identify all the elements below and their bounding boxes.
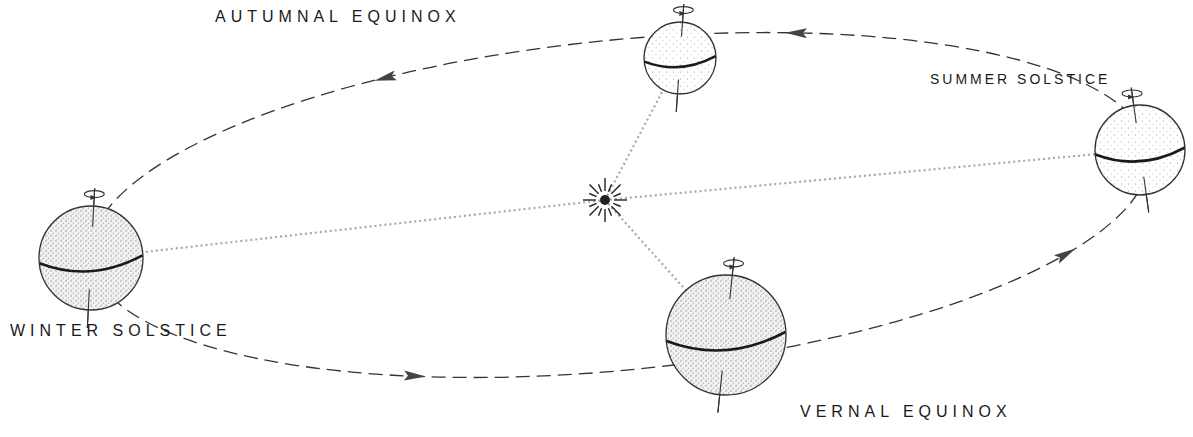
season-label: AUTUMNAL EQUINOX [215,8,461,26]
rotation-arrowhead [679,11,685,16]
rotation-arrowhead [730,264,736,269]
rotation-marker [84,191,104,198]
orbit-arrowhead [785,28,807,38]
season-label: WINTER SOLSTICE [10,322,232,340]
sun-ray [604,209,605,222]
sun-ray [604,178,605,191]
sun-ray [608,184,611,191]
earth-axis-bottom [1144,177,1149,213]
earth-axis-top [1131,88,1136,124]
season-label: VERNAL EQUINOX [800,403,1012,421]
rotation-arrowhead [90,195,96,200]
sun-ray [613,203,620,206]
sun-ray [614,199,627,200]
sun-ray [589,184,598,193]
earth-sphere [666,275,786,395]
equator-line [40,255,143,271]
earth-globe [644,4,716,112]
rotation-marker [1122,90,1142,97]
sun-ray [589,206,598,215]
earth-globe [39,188,143,328]
sun-ray-line [91,200,605,258]
rotation-marker [673,7,693,14]
earth-axis-top [682,4,684,36]
earth-globe [666,257,786,412]
earth-sphere [1095,105,1185,195]
sun-ray [611,184,620,193]
equator-line [667,332,786,351]
earth-sphere [644,22,716,94]
sun-symbol [583,178,627,222]
sun-ray [598,184,601,191]
earth-axis-bottom [718,371,722,413]
sun-ray [611,206,620,215]
earth-axis-bottom [676,80,678,112]
orbit-arrowhead [373,70,397,85]
orbit-arrowhead [404,371,426,382]
sun-ray [613,193,620,196]
sun-ray [608,208,611,215]
earth-globe [1095,88,1185,213]
earth-axis-top [93,188,95,227]
sun-ray-line [605,150,1140,200]
earth-axis-top [730,257,734,299]
sun-ray [589,203,596,206]
sun-core [600,195,610,205]
earth-sphere [39,206,143,310]
equator-line [1095,148,1184,162]
sun-ray [598,208,601,215]
equator-line [644,56,715,67]
sun-ray [589,193,596,196]
season-label: SUMMER SOLSTICE [930,72,1110,87]
orbit-arrowhead [1054,244,1078,264]
sun-ray [583,199,596,200]
rotation-marker [724,260,744,267]
orbit-path [74,0,1166,422]
rotation-arrowhead [1128,95,1134,100]
